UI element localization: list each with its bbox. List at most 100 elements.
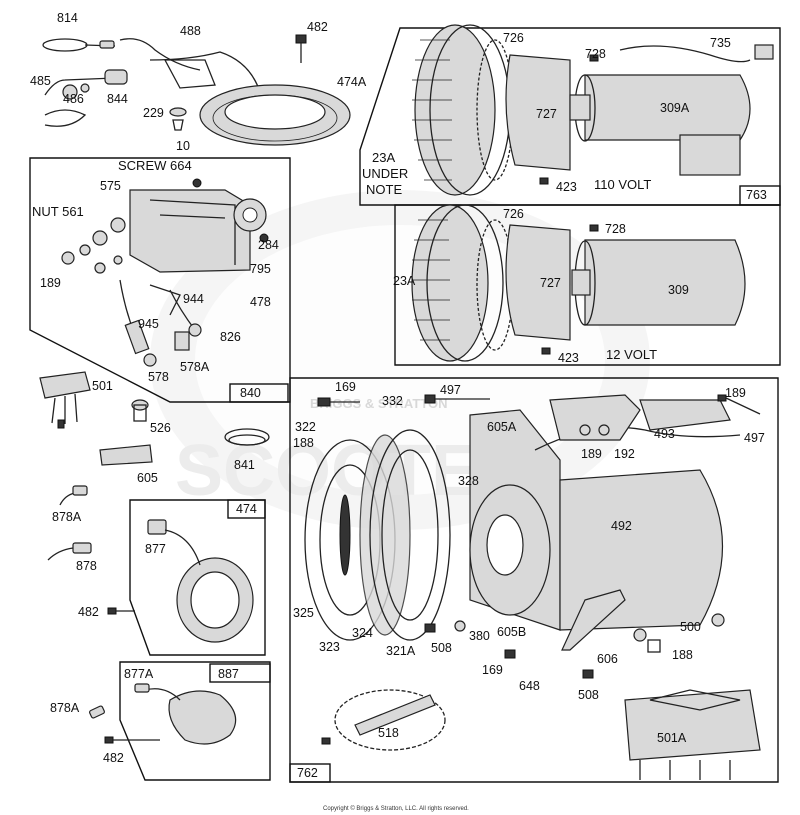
label-840: 840 <box>240 386 261 400</box>
bracket-605 <box>99 444 153 466</box>
label-795: 795 <box>250 262 271 276</box>
wire-harness-group <box>42 38 264 127</box>
label-726a: 726 <box>503 31 524 45</box>
label-497b: 497 <box>744 431 765 445</box>
label-945: 945 <box>138 317 159 331</box>
pulley-assembly <box>304 394 490 641</box>
label-841: 841 <box>234 458 255 472</box>
alternator-887 <box>89 683 237 745</box>
label-478: 478 <box>250 295 271 309</box>
clamp-841 <box>224 428 270 446</box>
label-189c: 189 <box>581 447 602 461</box>
label-332: 332 <box>382 394 403 408</box>
label-575: 575 <box>100 179 121 193</box>
label-501: 501 <box>92 379 113 393</box>
label-23a-under: 23A <box>372 150 395 165</box>
label-229: 229 <box>143 106 164 120</box>
label-110-volt: 110 VOLT <box>594 177 651 192</box>
rectifier-501 <box>39 371 91 429</box>
label-501a: 501A <box>657 731 687 745</box>
stator-474a <box>199 84 351 146</box>
box-762 <box>289 377 779 783</box>
label-323: 323 <box>319 640 340 654</box>
label-844: 844 <box>107 92 128 106</box>
label-474a: 474A <box>337 75 367 89</box>
label-nut-561: NUT 561 <box>32 204 84 219</box>
connector-878 <box>47 542 92 561</box>
label-762: 762 <box>297 766 318 780</box>
generator-492 <box>424 394 761 679</box>
label-284: 284 <box>258 238 279 252</box>
label-735: 735 <box>710 36 731 50</box>
label-screw-664: SCREW 664 <box>118 158 192 173</box>
label-309: 309 <box>668 283 689 297</box>
regulator-501a <box>624 689 761 780</box>
label-under: UNDER <box>362 166 408 181</box>
watermark-brand: BRIGGS & STRATTON <box>310 396 447 411</box>
label-578a: 578A <box>180 360 210 374</box>
label-878a-2: 878A <box>50 701 80 715</box>
label-578: 578 <box>148 370 169 384</box>
label-727b: 727 <box>540 276 561 290</box>
label-23a: 23A <box>393 274 416 288</box>
flywheel-12v <box>411 204 746 362</box>
label-728b: 728 <box>605 222 626 236</box>
label-944: 944 <box>183 292 204 306</box>
label-500: 500 <box>680 620 701 634</box>
box-12v <box>394 204 781 366</box>
label-763: 763 <box>746 188 767 202</box>
label-324: 324 <box>352 626 373 640</box>
label-423b: 423 <box>558 351 579 365</box>
label-192: 192 <box>614 447 635 461</box>
label-485: 485 <box>30 74 51 88</box>
label-878: 878 <box>76 559 97 573</box>
cord-518 <box>321 689 446 751</box>
label-814: 814 <box>57 11 78 25</box>
connector-878a <box>59 485 88 506</box>
label-726b: 726 <box>503 207 524 221</box>
label-878a: 878A <box>52 510 82 524</box>
label-497a: 497 <box>440 383 461 397</box>
label-474: 474 <box>236 502 257 516</box>
label-728a: 728 <box>585 47 606 61</box>
label-482b: 482 <box>78 605 99 619</box>
label-423a: 423 <box>556 180 577 194</box>
label-10: 10 <box>176 139 190 153</box>
label-325: 325 <box>293 606 314 620</box>
label-482: 482 <box>307 20 328 34</box>
label-12-volt: 12 VOLT <box>606 347 657 362</box>
label-877: 877 <box>145 542 166 556</box>
label-877a: 877A <box>124 667 154 681</box>
label-605b: 605B <box>497 625 526 639</box>
label-605a: 605A <box>487 420 517 434</box>
label-648: 648 <box>519 679 540 693</box>
label-482c: 482 <box>103 751 124 765</box>
label-328: 328 <box>458 474 479 488</box>
starter-solenoid-assembly <box>61 178 269 367</box>
label-605: 605 <box>137 471 158 485</box>
screw-482-group <box>169 34 307 131</box>
label-493: 493 <box>654 427 675 441</box>
bolt-526 <box>131 399 149 422</box>
flywheel-110v <box>412 24 774 196</box>
label-189b: 189 <box>725 386 746 400</box>
label-488: 488 <box>180 24 201 38</box>
label-309a: 309A <box>660 101 690 115</box>
label-508a: 508 <box>431 641 452 655</box>
box-887 <box>119 661 271 781</box>
label-note: NOTE <box>366 182 402 197</box>
label-606: 606 <box>597 652 618 666</box>
label-380: 380 <box>469 629 490 643</box>
label-188a: 188 <box>293 436 314 450</box>
copyright-text: Copyright © Briggs & Stratton, LLC. All … <box>323 805 469 812</box>
label-322: 322 <box>295 420 316 434</box>
label-169a: 169 <box>335 380 356 394</box>
label-727a: 727 <box>536 107 557 121</box>
label-526: 526 <box>150 421 171 435</box>
label-189: 189 <box>40 276 61 290</box>
label-frames <box>209 185 781 783</box>
callout-labels: 814 488 482 485 486 844 229 10 474A SCRE… <box>30 11 767 780</box>
label-887: 887 <box>218 667 239 681</box>
label-518: 518 <box>378 726 399 740</box>
